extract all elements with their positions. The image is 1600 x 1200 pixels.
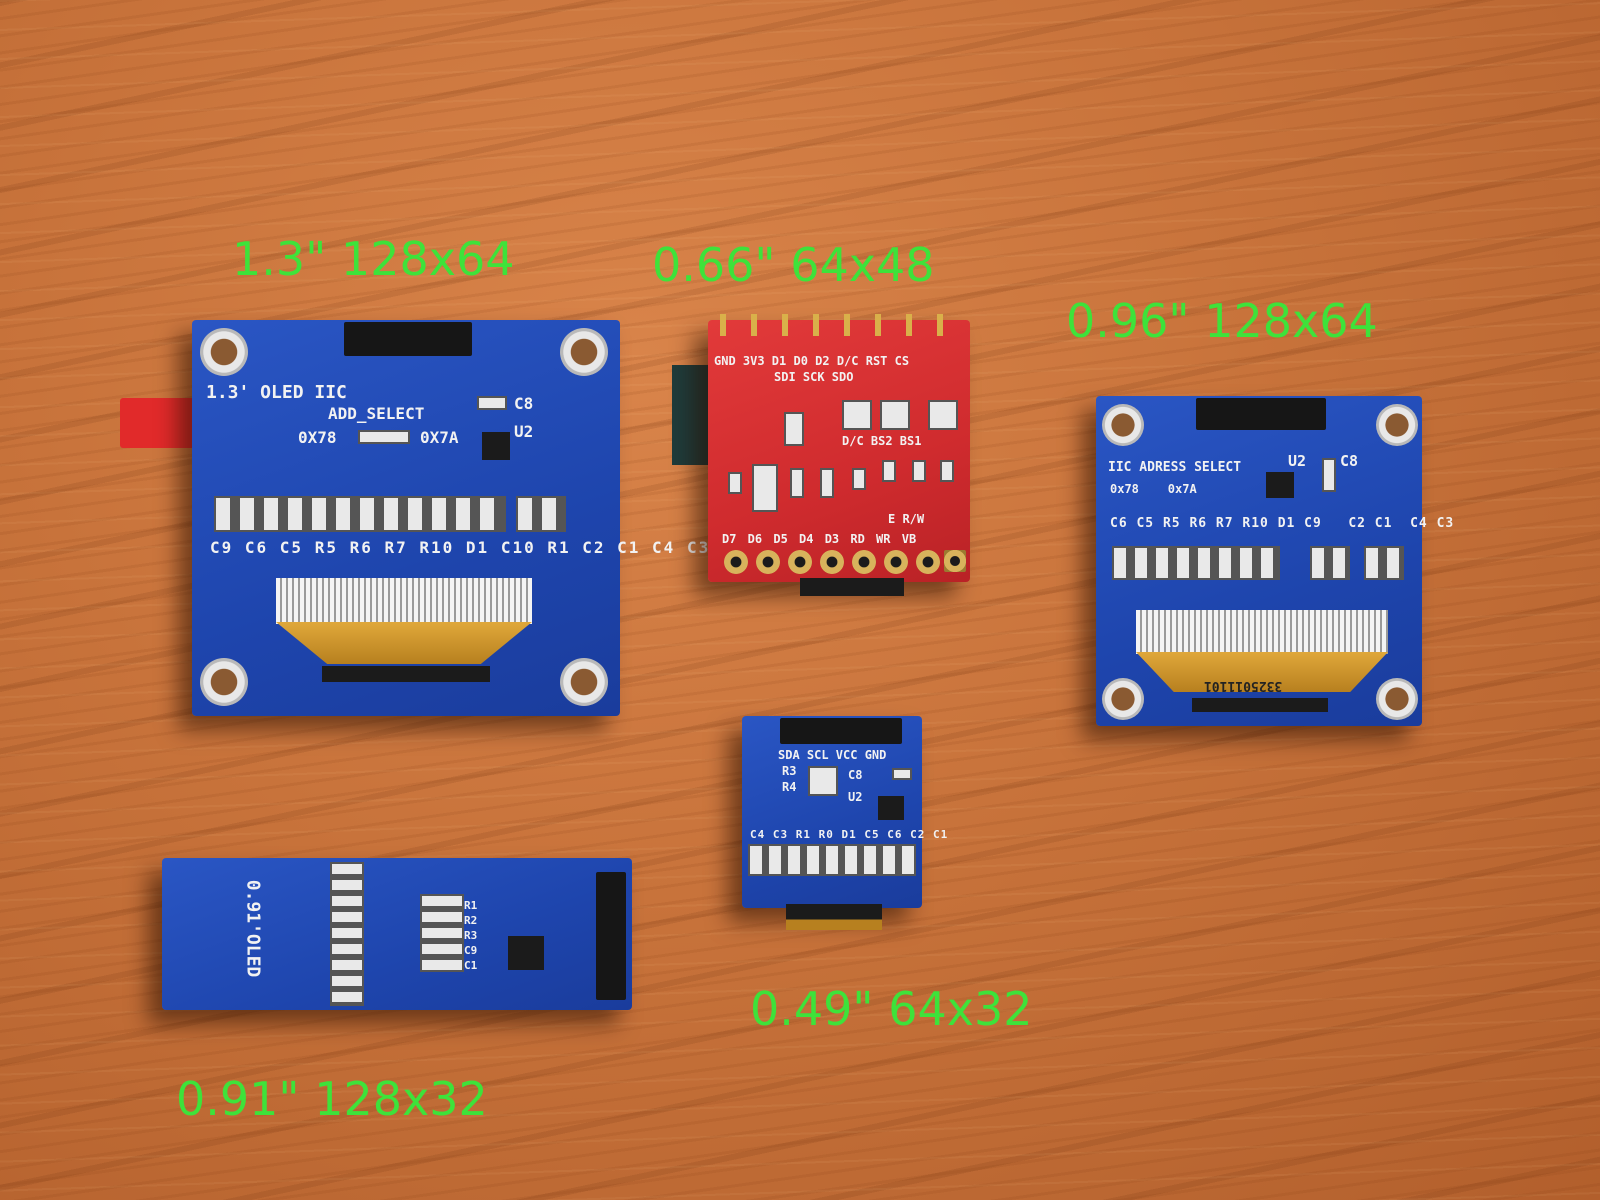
addr-a-label: 0X78	[298, 428, 337, 447]
flex-ribbon	[276, 622, 532, 664]
oled-board-0-49: SDA SCL VCC GND R3 R4 C8 U2 C4 C3 R1 R0 …	[742, 716, 947, 908]
addr-labels: 0x78 0x7A	[1110, 482, 1197, 496]
regulator-chip	[1266, 472, 1294, 498]
bottom-pads	[944, 550, 966, 572]
jumper-pad	[880, 400, 910, 430]
bs-labels: D/C BS2 BS1	[842, 434, 922, 448]
mount-hole	[200, 328, 248, 376]
bottom-pads	[852, 550, 876, 574]
label-0-91-inch: 0.91" 128x32	[176, 1072, 488, 1126]
smd-part	[820, 468, 834, 498]
smd-part	[882, 460, 896, 482]
smd-row	[1364, 546, 1404, 580]
bottom-pads	[756, 550, 780, 574]
pin-header	[596, 872, 626, 1000]
smd-part	[912, 460, 926, 482]
rw-label: E R/W	[888, 512, 925, 526]
c8-label: C8	[514, 394, 534, 413]
board-title: 1.3' OLED IIC	[206, 382, 347, 403]
smd-row	[1310, 546, 1350, 580]
smd-row	[516, 496, 566, 532]
pin-header	[344, 322, 472, 356]
bottom-pin-labels: D7 D6 D5 D4 D3 RD WR VB	[722, 532, 917, 546]
oled-board-0-91: 0.91'OLED R1 R2 R3 C9 C1	[162, 858, 632, 1010]
smd-block	[420, 894, 464, 972]
regulator-chip	[508, 936, 544, 970]
fpc-code: 3325011101	[1204, 678, 1283, 693]
label-0-66-inch: 0.66" 64x48	[652, 238, 935, 292]
top-pin-labels-2: SDI SCK SDO	[774, 370, 854, 384]
red-tape-tab	[120, 398, 200, 448]
mount-hole	[1102, 404, 1144, 446]
fpc-pins	[1136, 610, 1388, 654]
r3-label: R3	[782, 764, 797, 778]
oled-board-0-66: GND 3V3 D1 D0 D2 D/C RST CS SDI SCK SDO …	[708, 314, 970, 582]
ribbon-connector	[322, 666, 490, 682]
jumper-pad	[842, 400, 872, 430]
addr-b-label: 0X7A	[420, 428, 459, 447]
ribbon-connector	[786, 904, 882, 930]
add-select-label: ADD_SELECT	[328, 404, 425, 423]
smd-row	[1112, 546, 1280, 580]
bottom-pads	[884, 550, 908, 574]
component-labels: C6 C5 R5 R6 R7 R10 D1 C9 C2 C1 C4 C3	[1110, 516, 1455, 531]
mount-hole	[560, 658, 608, 706]
smd-part	[852, 468, 866, 490]
mount-hole	[1102, 678, 1144, 720]
u2-label: U2	[514, 422, 534, 441]
resistor-labels: R1 R2 R3 C9 C1	[464, 899, 478, 972]
capacitor	[752, 464, 778, 512]
c8-label: C8	[1340, 452, 1359, 470]
label-0-49-inch: 0.49" 64x32	[750, 982, 1033, 1036]
c8-label: C8	[848, 768, 863, 782]
oled-board-1-3: 1.3' OLED IIC ADD_SELECT 0X78 0X7A C8 U2…	[192, 320, 708, 716]
mount-hole	[200, 658, 248, 706]
label-1-3-inch: 1.3" 128x64	[232, 232, 515, 286]
smd-row	[214, 496, 506, 532]
r4-label: R4	[782, 780, 797, 794]
board-title: 0.91'OLED	[242, 879, 264, 978]
mount-hole	[1376, 678, 1418, 720]
bottom-pads	[724, 550, 748, 574]
regulator-chip	[482, 432, 510, 460]
bottom-pads	[916, 550, 940, 574]
smd-part	[358, 430, 410, 444]
pin-header	[780, 718, 902, 744]
pin-header	[1196, 398, 1326, 430]
smd-part	[808, 766, 838, 796]
component-labels: C4 C3 R1 R0 D1 C5 C6 C2 C1	[750, 828, 949, 841]
fpc-pins	[276, 578, 532, 624]
component-labels: C9 C6 C5 R5 R6 R7 R10 D1 C10 R1 C2 C1 C4…	[210, 538, 711, 557]
flex-ribbon	[1136, 652, 1388, 692]
top-pin-labels: GND 3V3 D1 D0 D2 D/C RST CS	[714, 354, 910, 368]
oled-board-0-96: IIC ADRESS SELECT U2 C8 0x78 0x7A C6 C5 …	[1096, 396, 1453, 726]
smd-part	[940, 460, 954, 482]
pin-labels: SDA SCL VCC GND	[778, 748, 887, 762]
smd-row	[748, 844, 916, 876]
smd-part	[728, 472, 742, 494]
smd-part	[1322, 458, 1336, 492]
header-pins	[720, 314, 958, 336]
bottom-pads	[788, 550, 812, 574]
mount-hole	[1376, 404, 1418, 446]
smd-part	[892, 768, 912, 780]
ribbon-connector	[1192, 698, 1328, 712]
smd-part	[790, 468, 804, 498]
smd-part	[477, 396, 507, 410]
label-0-96-inch: 0.96" 128x64	[1066, 294, 1378, 348]
u2-label: U2	[848, 790, 863, 804]
smd-part	[784, 412, 804, 446]
bottom-pads	[820, 550, 844, 574]
smd-column	[330, 862, 364, 1006]
regulator-chip	[878, 796, 904, 820]
ribbon-connector	[800, 578, 904, 596]
jumper-pad	[928, 400, 958, 430]
u2-label: U2	[1288, 452, 1307, 470]
mount-hole	[560, 328, 608, 376]
iic-select-label: IIC ADRESS SELECT	[1108, 460, 1242, 475]
